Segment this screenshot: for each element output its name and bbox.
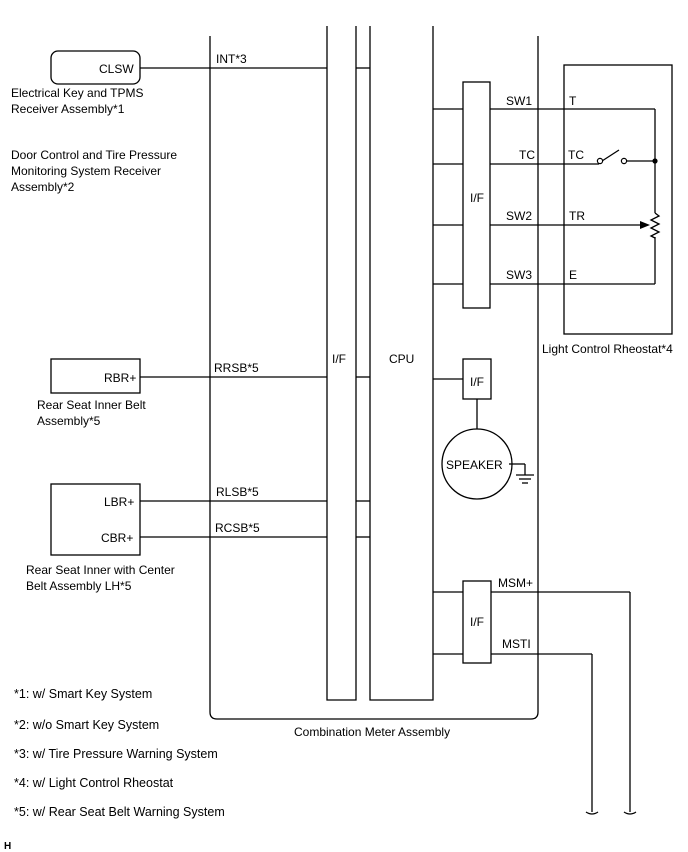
rheostat-pin-e: E bbox=[569, 268, 577, 282]
wire-msm-label: MSM+ bbox=[498, 576, 533, 590]
if-speaker-label: I/F bbox=[470, 375, 484, 389]
meter-outline bbox=[209, 36, 539, 720]
door-control-name-2: Monitoring System Receiver bbox=[11, 164, 161, 178]
junction-dot bbox=[652, 158, 658, 164]
switch-lever bbox=[601, 149, 620, 162]
wiper-arrow bbox=[640, 221, 650, 229]
wire-sw3-label: SW3 bbox=[506, 268, 532, 282]
rear-seat-inner-name-2: Assembly*5 bbox=[37, 414, 101, 428]
rheostat-box bbox=[563, 64, 673, 335]
clsw-component-name-2: Receiver Assembly*1 bbox=[11, 102, 125, 116]
rear-seat-center-name-2: Belt Assembly LH*5 bbox=[26, 579, 132, 593]
clsw-component-name-1: Electrical Key and TPMS bbox=[11, 86, 144, 100]
clsw-pin-label: CLSW bbox=[99, 62, 134, 76]
wire-rlsb-label: RLSB*5 bbox=[216, 485, 259, 499]
rear-seat-inner-name-1: Rear Seat Inner Belt bbox=[37, 398, 146, 412]
switch-contact-left bbox=[596, 157, 604, 165]
wire-sw2-label: SW2 bbox=[506, 209, 532, 223]
lbr-pin-label: LBR+ bbox=[104, 495, 134, 509]
rheostat-pin-t: T bbox=[569, 94, 577, 108]
lbr-cbr-box bbox=[50, 483, 141, 556]
rheostat-name: Light Control Rheostat*4 bbox=[542, 342, 673, 356]
wire-rrsb-label: RRSB*5 bbox=[214, 361, 259, 375]
note-5: *5: w/ Rear Seat Belt Warning System bbox=[14, 805, 225, 819]
cbr-pin-label: CBR+ bbox=[101, 531, 133, 545]
rbr-pin-label: RBR+ bbox=[104, 371, 136, 385]
meter-assembly-label: Combination Meter Assembly bbox=[294, 725, 450, 739]
corner-mark: H bbox=[4, 841, 11, 852]
door-control-name-1: Door Control and Tire Pressure bbox=[11, 148, 177, 162]
wire-int-label: INT*3 bbox=[216, 52, 247, 66]
wire-sw1-label: SW1 bbox=[506, 94, 532, 108]
rear-seat-center-name-1: Rear Seat Inner with Center bbox=[26, 563, 175, 577]
note-1: *1: w/ Smart Key System bbox=[14, 687, 152, 701]
if-right-label: I/F bbox=[470, 191, 484, 205]
rbr-box bbox=[50, 358, 141, 394]
wire-msti-label: MSTI bbox=[502, 637, 531, 651]
switch-contact-right bbox=[620, 157, 628, 165]
door-control-name-3: Assembly*2 bbox=[11, 180, 75, 194]
if-left-label: I/F bbox=[332, 352, 346, 366]
cpu-block bbox=[369, 26, 434, 701]
if-bottom-block bbox=[462, 580, 492, 664]
rheostat-pin-tr: TR bbox=[569, 209, 585, 223]
wire-rcsb-label: RCSB*5 bbox=[215, 521, 260, 535]
rheostat-resistor bbox=[649, 212, 661, 239]
speaker-label: SPEAKER bbox=[446, 458, 503, 472]
wire-tc-label: TC bbox=[519, 148, 535, 162]
if-bottom-label: I/F bbox=[470, 615, 484, 629]
note-3: *3: w/ Tire Pressure Warning System bbox=[14, 747, 218, 761]
note-2: *2: w/o Smart Key System bbox=[14, 718, 159, 732]
note-4: *4: w/ Light Control Rheostat bbox=[14, 776, 174, 790]
cpu-label: CPU bbox=[389, 352, 414, 366]
if-right-block bbox=[462, 81, 491, 309]
rheostat-pin-tc: TC bbox=[568, 148, 584, 162]
if-left-block bbox=[326, 26, 357, 701]
